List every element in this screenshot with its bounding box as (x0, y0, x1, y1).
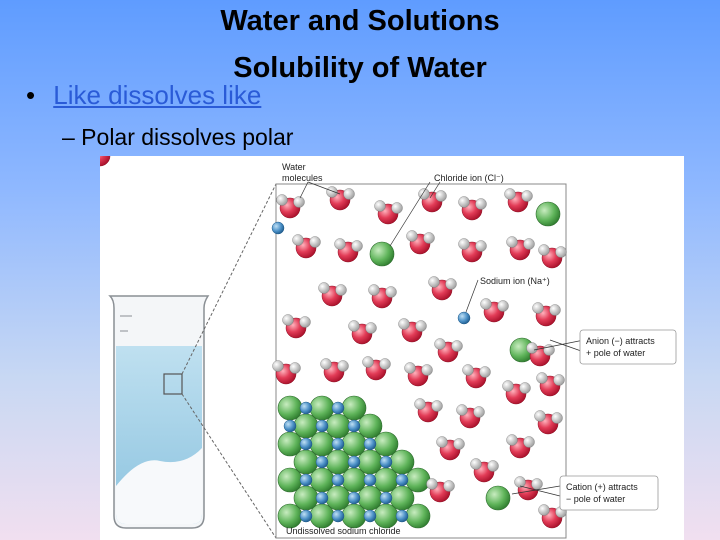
sodium-chloride-crystal (277, 395, 431, 529)
label-chloride-ion: Chloride ion (Cl⁻) (434, 173, 504, 183)
bullet-dot-icon: • (26, 80, 36, 110)
label-cation-line2: − pole of water (566, 494, 625, 504)
label-water: Water (282, 162, 306, 172)
label-cation-line1: Cation (+) attracts (566, 482, 638, 492)
label-sodium-ion: Sodium ion (Na⁺) (480, 276, 550, 286)
label-anion-line2: + pole of water (586, 348, 645, 358)
label-molecules: molecules (282, 173, 323, 183)
bullet-link[interactable]: Like dissolves like (53, 80, 262, 110)
sodium-ions (271, 221, 471, 325)
bullet-item: • Like dissolves like (26, 80, 261, 111)
beaker-icon (108, 295, 210, 529)
slide-subtitle: Solubility of Water (233, 52, 487, 84)
illustration-svg: Water molecules Chloride ion (Cl⁻) Sodiu… (100, 156, 677, 539)
water-molecules (100, 156, 567, 529)
label-undissolved: Undissolved sodium chloride (286, 526, 401, 536)
slide-title: Water and Solutions (220, 5, 500, 37)
solution-illustration: Water molecules Chloride ion (Cl⁻) Sodiu… (100, 156, 684, 540)
sub-bullet: – Polar dissolves polar (62, 124, 294, 150)
label-anion-line1: Anion (−) attracts (586, 336, 655, 346)
chloride-ions (369, 201, 561, 511)
